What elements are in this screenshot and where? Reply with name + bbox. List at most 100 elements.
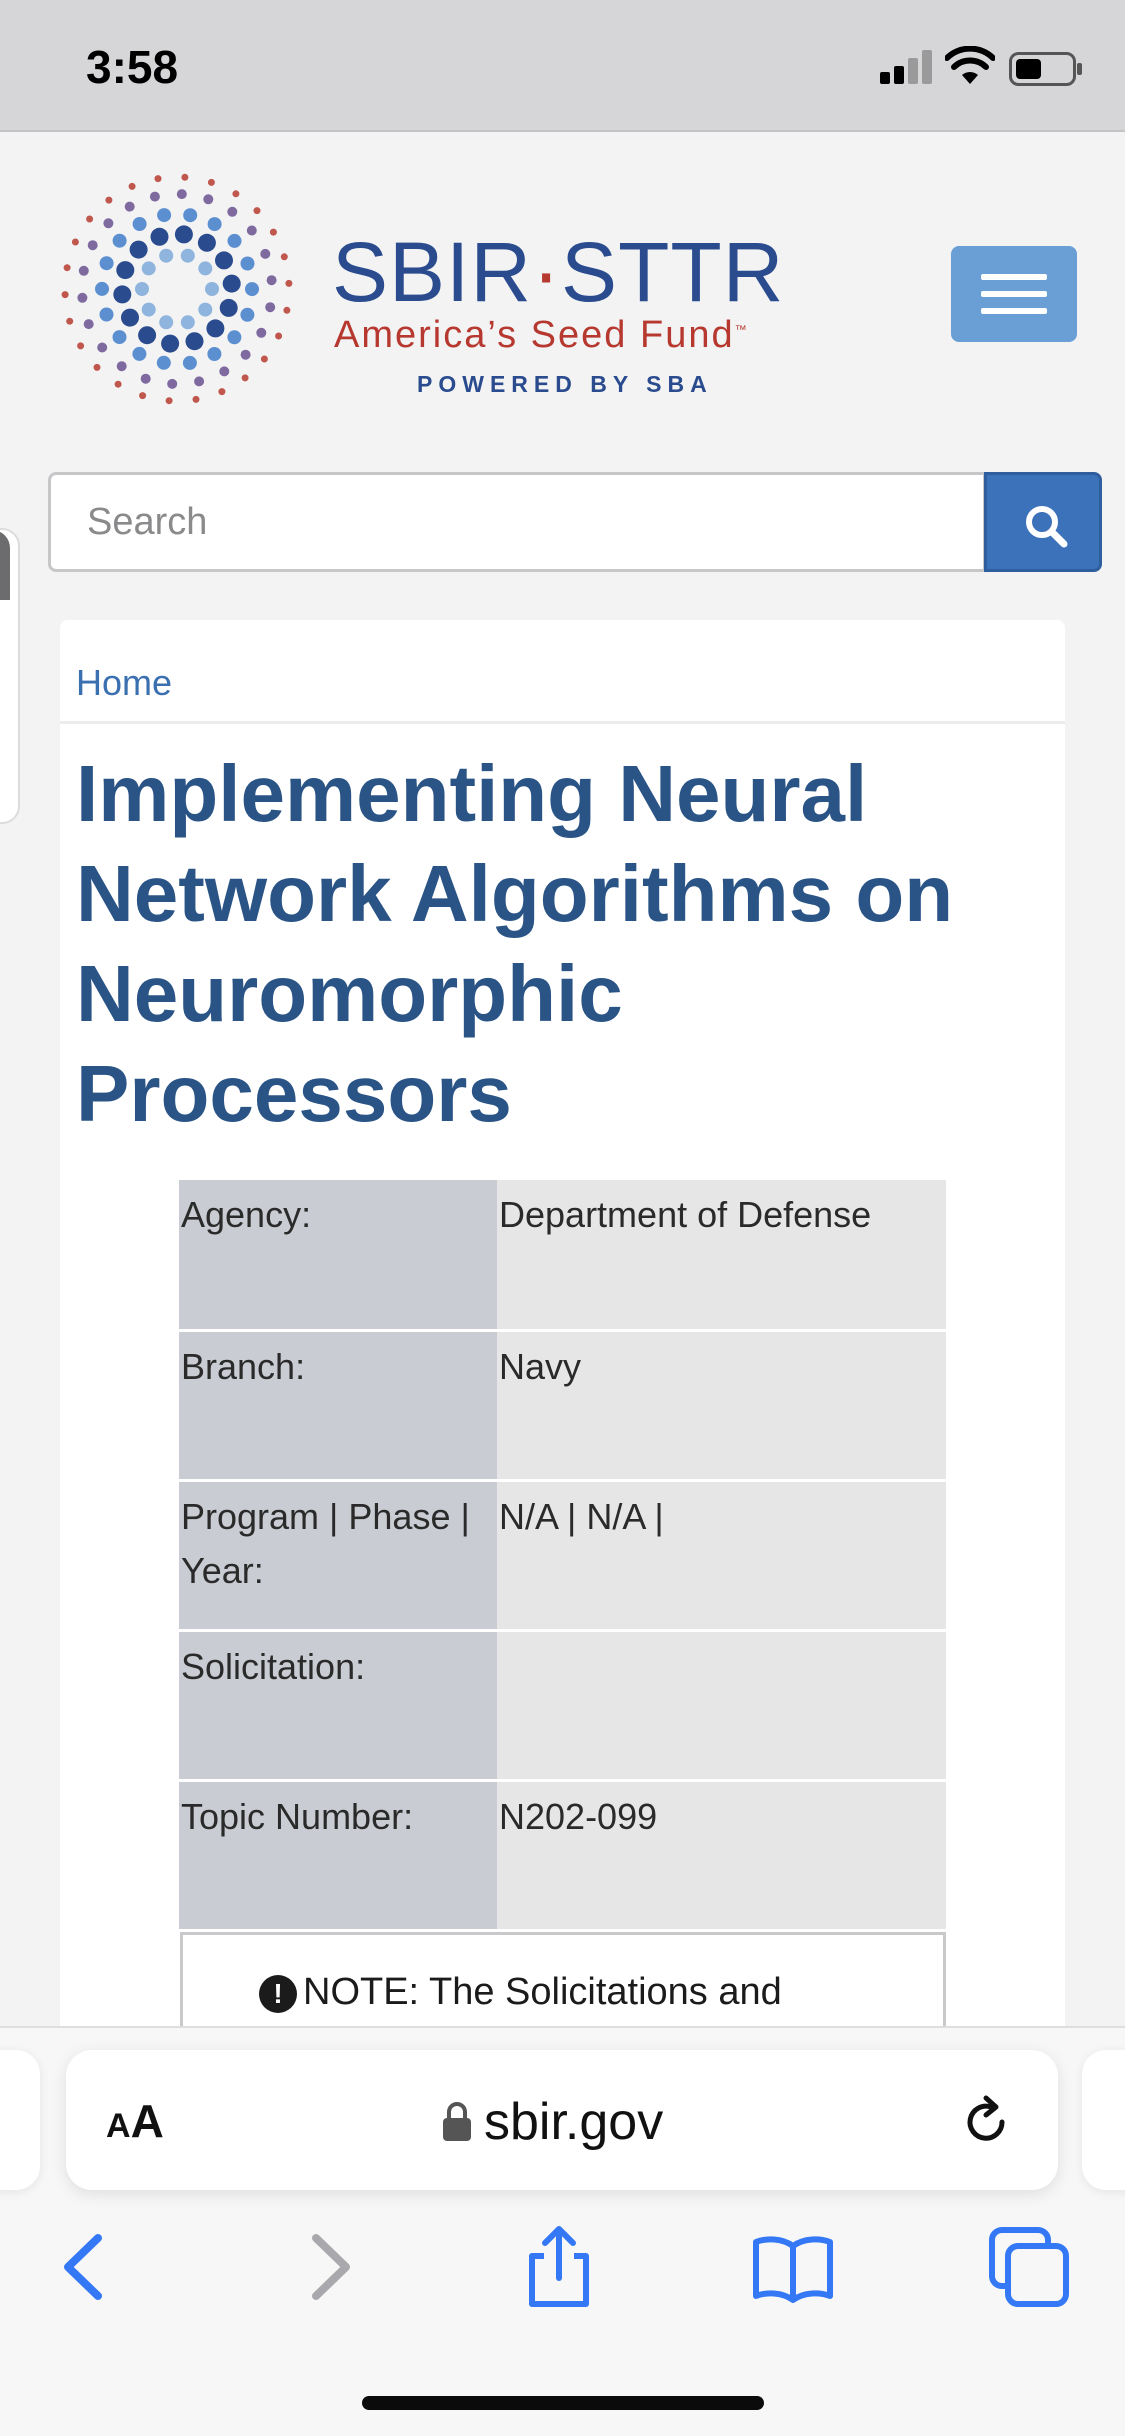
detail-label-agency: Agency: bbox=[179, 1180, 497, 1332]
logo-dot bbox=[285, 279, 293, 287]
logo-dot bbox=[77, 342, 85, 350]
back-chevron-icon[interactable] bbox=[42, 2222, 132, 2312]
site-header: SBIR·STTR America’s Seed Fund™ POWERED B… bbox=[0, 134, 1125, 434]
search-input[interactable] bbox=[48, 472, 986, 572]
logo-dot bbox=[260, 248, 271, 259]
side-tab-peek[interactable] bbox=[0, 528, 20, 824]
logo-dot bbox=[99, 307, 114, 322]
logo-dot bbox=[227, 206, 238, 217]
logo-dot bbox=[95, 281, 109, 296]
logo-dot bbox=[269, 228, 277, 236]
logo-dot bbox=[219, 366, 230, 377]
logo-dot bbox=[129, 240, 148, 259]
reload-icon[interactable] bbox=[958, 2094, 1014, 2150]
hamburger-icon bbox=[981, 274, 1047, 280]
logo-dot bbox=[219, 298, 238, 317]
logo-dot bbox=[149, 191, 160, 202]
logo-title-sbir: SBIR bbox=[332, 225, 533, 319]
content-card: Home Implementing Neural Network Algorit… bbox=[60, 620, 1065, 2052]
url-domain[interactable]: sbir.gov bbox=[484, 2093, 664, 2151]
logo-dot bbox=[139, 392, 147, 400]
browser-toolbar bbox=[0, 2222, 1125, 2332]
logo-dot bbox=[185, 332, 204, 351]
logo-dot bbox=[135, 282, 149, 296]
status-time: 3:58 bbox=[86, 41, 179, 93]
detail-value-program-phase-year: N/A | N/A | bbox=[497, 1480, 946, 1632]
detail-value-agency: Department of Defense bbox=[497, 1180, 946, 1332]
bookmarks-icon[interactable] bbox=[748, 2222, 838, 2312]
logo-title-sttr: STTR bbox=[561, 225, 785, 319]
logo-dot bbox=[150, 227, 169, 246]
logo-dot bbox=[266, 275, 277, 286]
address-bar[interactable]: AA sbir.gov bbox=[66, 2050, 1058, 2190]
hamburger-icon-line-2 bbox=[981, 291, 1047, 297]
logo-dot bbox=[112, 330, 127, 345]
logo-dot bbox=[232, 190, 240, 198]
detail-label-solicitation: Solicitation: bbox=[179, 1630, 497, 1782]
aa-large: A bbox=[130, 2095, 164, 2147]
hamburger-icon-line-3 bbox=[981, 308, 1047, 314]
logo-dot bbox=[240, 349, 251, 360]
sbir-logo-icon[interactable] bbox=[52, 164, 302, 414]
logo-dot bbox=[246, 225, 257, 236]
logo-dot bbox=[207, 178, 215, 186]
logo-dot bbox=[159, 315, 174, 330]
aa-small: A bbox=[106, 2107, 131, 2145]
logo-dot bbox=[113, 285, 132, 304]
logo-dot bbox=[265, 302, 276, 313]
logo-dot bbox=[63, 264, 71, 272]
share-icon[interactable] bbox=[514, 2222, 604, 2312]
logo-dot bbox=[198, 302, 213, 317]
logo-dot bbox=[205, 282, 219, 296]
page-title: Implementing Neural Network Algorithms o… bbox=[76, 749, 954, 1138]
logo-dot bbox=[140, 373, 151, 384]
breadcrumb-home-link[interactable]: Home bbox=[76, 662, 173, 703]
logo-dot bbox=[97, 342, 108, 353]
logo-dot bbox=[159, 248, 174, 263]
logo-dot bbox=[241, 374, 249, 382]
logo-dot bbox=[227, 233, 242, 248]
logo-dot bbox=[156, 355, 171, 370]
breadcrumb: Home bbox=[60, 620, 1065, 724]
logo-dot bbox=[165, 397, 173, 405]
logo-powered-by: POWERED BY SBA bbox=[417, 371, 713, 397]
table-row: Program | Phase | Year: N/A | N/A | bbox=[179, 1480, 946, 1632]
logo-dot bbox=[203, 194, 214, 205]
logo-separator-dot: · bbox=[532, 225, 562, 319]
reader-options-button[interactable]: AA bbox=[106, 2094, 186, 2150]
logo-dot bbox=[240, 256, 255, 271]
logo-dot bbox=[215, 251, 233, 270]
next-tab-peek[interactable] bbox=[1082, 2050, 1125, 2190]
logo-dot bbox=[167, 378, 178, 389]
logo-dot bbox=[197, 233, 216, 252]
logo-dot bbox=[66, 317, 74, 325]
home-indicator[interactable] bbox=[362, 2396, 764, 2410]
logo-dot bbox=[138, 326, 157, 345]
previous-tab-peek[interactable] bbox=[0, 2050, 40, 2190]
side-tab-handle bbox=[0, 530, 10, 600]
logo-dot bbox=[206, 319, 225, 338]
logo-dot bbox=[194, 376, 205, 387]
menu-button[interactable] bbox=[951, 246, 1077, 342]
logo-dot bbox=[77, 292, 88, 303]
tabs-icon[interactable] bbox=[984, 2222, 1074, 2312]
logo-dot bbox=[71, 238, 79, 246]
logo-dot bbox=[116, 261, 135, 280]
logo-dot bbox=[198, 261, 213, 276]
logo-dot bbox=[240, 307, 255, 322]
logo-dot bbox=[275, 332, 283, 340]
logo-dot bbox=[157, 208, 172, 223]
logo-dot bbox=[99, 256, 114, 271]
logo-dot bbox=[218, 388, 226, 396]
logo-subtitle: America’s Seed Fund™ bbox=[334, 314, 749, 357]
search-button[interactable] bbox=[984, 472, 1102, 572]
logo-dot bbox=[174, 225, 193, 244]
logo-dot bbox=[141, 302, 156, 317]
logo-dot bbox=[192, 395, 200, 403]
logo-dot bbox=[61, 291, 69, 299]
battery-icon bbox=[1009, 52, 1082, 86]
logo-dot bbox=[116, 361, 127, 372]
forward-chevron-icon[interactable] bbox=[282, 2222, 372, 2312]
logo-title[interactable]: SBIR·STTR bbox=[332, 224, 784, 321]
logo-dot bbox=[222, 274, 241, 293]
